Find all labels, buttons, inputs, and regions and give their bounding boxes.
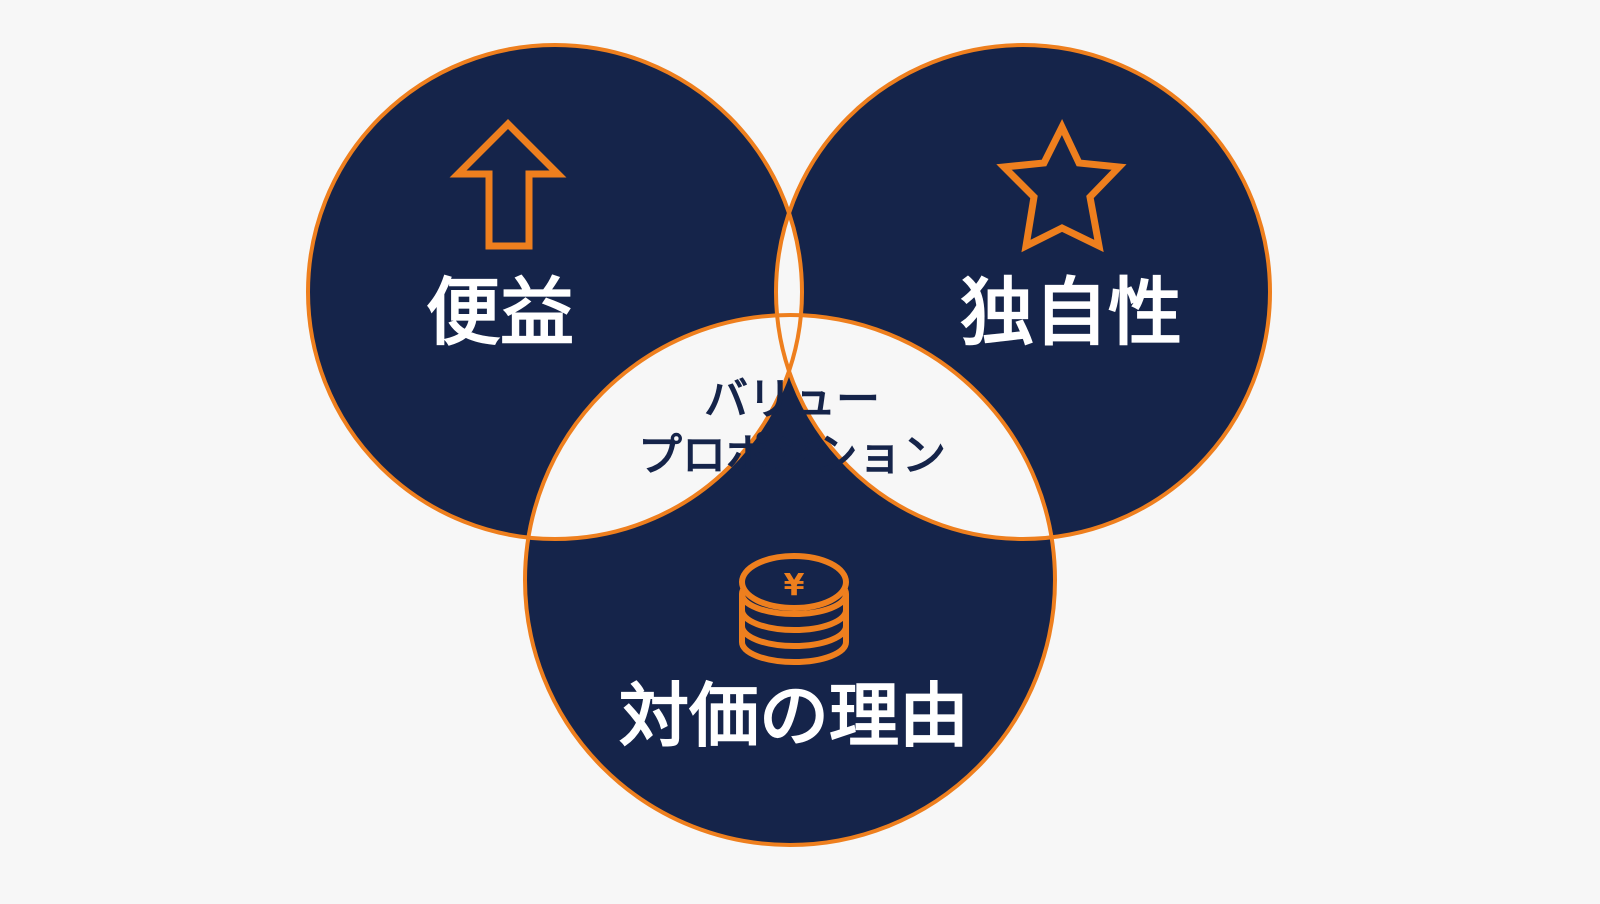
- right-intersection: [776, 315, 1055, 539]
- yen-coins-icon: [739, 553, 849, 665]
- reason-for-price-label: 対価の理由: [619, 675, 969, 757]
- star-icon: [996, 118, 1127, 253]
- up-arrow-icon: [449, 119, 567, 250]
- benefit-label: 便益: [426, 270, 574, 356]
- benefit-circle-outline: [306, 43, 804, 541]
- left-intersection: [525, 315, 802, 539]
- yen-symbol: ¥: [784, 568, 805, 603]
- value-proposition-label-line2: プロポジション: [638, 430, 946, 481]
- uniqueness-label: 独自性: [960, 270, 1182, 356]
- value-proposition-label-line1: バリュー: [704, 374, 880, 425]
- reason-for-price-circle-outline: [523, 313, 1057, 847]
- uniqueness-circle-outline: [774, 43, 1272, 541]
